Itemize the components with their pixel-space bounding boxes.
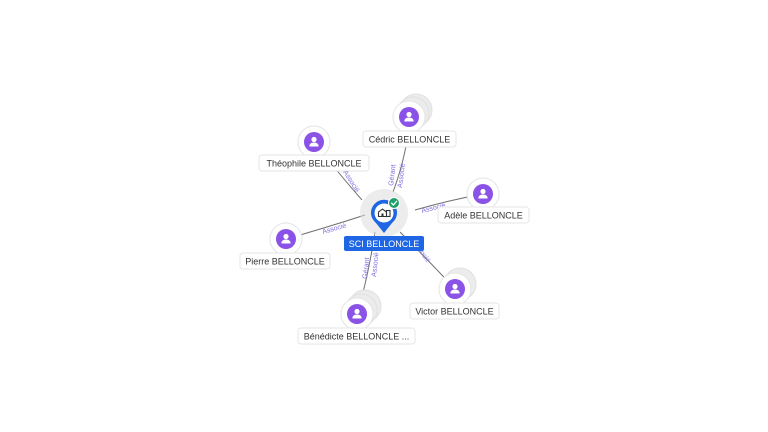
- person-icon: [347, 304, 367, 324]
- node-label-box: [437, 206, 530, 224]
- person-node-adele[interactable]: Adèle BELLONCLE: [437, 177, 530, 224]
- edge-label-benedicte-associe: Associé: [371, 252, 381, 277]
- check-icon: [388, 197, 400, 209]
- company-name: SCI BELLONCLE: [349, 239, 420, 249]
- person-icon: [276, 229, 296, 249]
- node-label-box: [239, 252, 331, 270]
- person-name: Pierre BELLONCLE: [245, 257, 325, 267]
- person-node-pierre[interactable]: Pierre BELLONCLE: [239, 222, 331, 270]
- building-icon: [377, 208, 391, 218]
- company-label-box: [344, 236, 424, 251]
- person-name: Victor BELLONCLE: [415, 307, 493, 317]
- edge-label-cedric-associe: Associé: [397, 163, 407, 188]
- edge-label-theophile: Associé: [341, 169, 360, 194]
- node-label-box: [258, 154, 370, 172]
- person-node-benedicte[interactable]: Bénédicte BELLONCLE ...: [297, 289, 416, 345]
- person-icon: [445, 279, 465, 299]
- person-node-cedric[interactable]: Cédric BELLONCLE: [362, 93, 457, 148]
- edge-label-cedric-gerant: Gérant: [388, 164, 398, 186]
- person-name: Adèle BELLONCLE: [444, 211, 523, 221]
- person-name: Cédric BELLONCLE: [369, 135, 451, 145]
- edge-label-benedicte-gerant: Gérant: [362, 257, 371, 279]
- person-node-victor[interactable]: Victor BELLONCLE: [409, 267, 500, 320]
- person-icon: [399, 107, 419, 127]
- person-icon: [304, 132, 324, 152]
- person-name: Bénédicte BELLONCLE ...: [304, 332, 410, 342]
- person-name: Théophile BELLONCLE: [266, 159, 361, 169]
- node-label-box: [297, 327, 416, 345]
- node-label-box: [409, 302, 500, 320]
- company-node[interactable]: SCI BELLONCLE: [344, 189, 424, 251]
- person-node-theophile[interactable]: Théophile BELLONCLE: [258, 125, 370, 172]
- node-label-box: [362, 130, 457, 148]
- person-icon: [473, 184, 493, 204]
